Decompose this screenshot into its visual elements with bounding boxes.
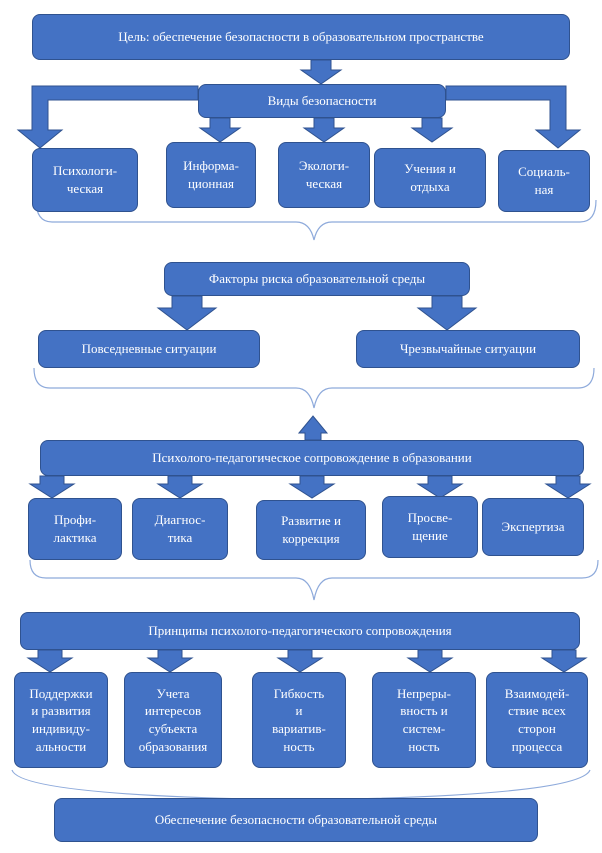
line: Просве- [407, 510, 453, 526]
line: Диагнос- [154, 512, 206, 528]
principle-interaction: Взаимодей-ствие всех сторон процесса [486, 672, 588, 768]
types-title-text: Виды безопасности [267, 93, 377, 109]
support-title: Психолого-педагогическое сопровождение в… [40, 440, 584, 476]
support-development: Развитие и коррекция [256, 500, 366, 560]
line: Профи- [53, 512, 97, 528]
arrow-down [544, 475, 592, 499]
type-informational: Информа-ционная [166, 142, 256, 208]
arrow-down [416, 475, 464, 499]
risks-title-text: Факторы риска образовательной среды [208, 271, 426, 287]
arrow-down [288, 475, 336, 499]
support-prevention: Профи-лактика [28, 498, 122, 560]
line: Социаль- [518, 164, 570, 180]
goal-box: Цель: обеспечение безопасности в образов… [32, 14, 570, 60]
line: Учета [156, 685, 190, 701]
arrow-down [156, 295, 218, 331]
arrow-down [146, 649, 194, 673]
type-social: Социаль-ная [498, 150, 590, 212]
line: Экологи- [298, 158, 350, 174]
line: щение [412, 528, 448, 543]
line: лактика [53, 530, 97, 545]
line: Взаимодей- [504, 685, 570, 701]
support-title-text: Психолого-педагогическое сопровождение в… [152, 450, 472, 466]
line: Чрезвычайные ситуации [399, 341, 537, 357]
arrow-down [28, 475, 76, 499]
result-box: Обеспечение безопасности образовательной… [54, 798, 538, 842]
principle-continuity: Непреры-вность и систем-ность [372, 672, 476, 768]
risks-title: Факторы риска образовательной среды [164, 262, 470, 296]
brace [29, 559, 599, 601]
line: и [295, 703, 303, 719]
brace [11, 769, 591, 801]
line: Непреры- [397, 685, 451, 701]
line: ционная [187, 176, 235, 191]
arrow-down [540, 649, 588, 673]
brace [33, 367, 595, 409]
principles-title: Принципы психолого-педагогического сопро… [20, 612, 580, 650]
line: ность [408, 738, 440, 754]
arrow-down [299, 59, 343, 85]
support-diagnostics: Диагнос-тика [132, 498, 228, 560]
line: образования [138, 738, 208, 754]
line: ческая [66, 181, 104, 196]
line: Экспертиза [501, 519, 565, 535]
arrow-down [156, 475, 204, 499]
line: Психологи- [52, 163, 118, 179]
type-ecological: Экологи-ческая [278, 142, 370, 208]
line: субъекта [148, 721, 198, 736]
line: ствие всех [508, 703, 566, 719]
brace [35, 199, 597, 241]
support-expertise: Экспертиза [482, 498, 584, 556]
line: Учения и [404, 161, 456, 177]
line: отдыха [410, 179, 450, 194]
line: и развития [31, 703, 91, 719]
arrow-down [198, 117, 242, 143]
line: ная [534, 182, 554, 197]
risk-emergency: Чрезвычайные ситуации [356, 330, 580, 368]
line: Развитие и [281, 513, 341, 529]
line: ческая [305, 176, 343, 191]
type-psychological: Психологи-ческая [32, 148, 138, 212]
line: процесса [511, 738, 563, 754]
arrow-up [297, 415, 329, 441]
line: тика [167, 530, 193, 545]
arrow-down [416, 295, 478, 331]
line: интересов [144, 703, 202, 719]
goal-text: Цель: обеспечение безопасности в образов… [118, 29, 484, 45]
line: Повседневные ситуации [81, 341, 217, 357]
line: альности [35, 738, 87, 754]
arrow-down [276, 649, 324, 673]
principle-interests: Учета интересов субъекта образования [124, 672, 222, 768]
line: систем- [402, 721, 446, 736]
line: вариатив- [272, 721, 326, 736]
types-title: Виды безопасности [198, 84, 446, 118]
support-education: Просве-щение [382, 496, 478, 558]
arrow-down [26, 649, 74, 673]
principle-individuality: Поддержки и развития индивиду-альности [14, 672, 108, 768]
principles-title-text: Принципы психолого-педагогического сопро… [148, 623, 452, 639]
line: ность [283, 738, 315, 754]
type-study-rest: Учения и отдыха [374, 148, 486, 208]
branch-arrow-right [445, 85, 582, 149]
line: вность и [400, 703, 448, 719]
line: Информа- [183, 158, 239, 174]
line: коррекция [282, 531, 340, 546]
arrow-down [406, 649, 454, 673]
principle-flexibility: Гибкость и вариатив-ность [252, 672, 346, 768]
result-text: Обеспечение безопасности образовательной… [154, 812, 438, 828]
arrow-down [410, 117, 454, 143]
risk-everyday: Повседневные ситуации [38, 330, 260, 368]
branch-arrow-left [16, 85, 199, 149]
line: Гибкость [273, 685, 325, 701]
line: индивиду- [31, 721, 91, 736]
line: сторон [518, 721, 556, 736]
arrow-down [302, 117, 346, 143]
line: Поддержки [29, 685, 93, 701]
